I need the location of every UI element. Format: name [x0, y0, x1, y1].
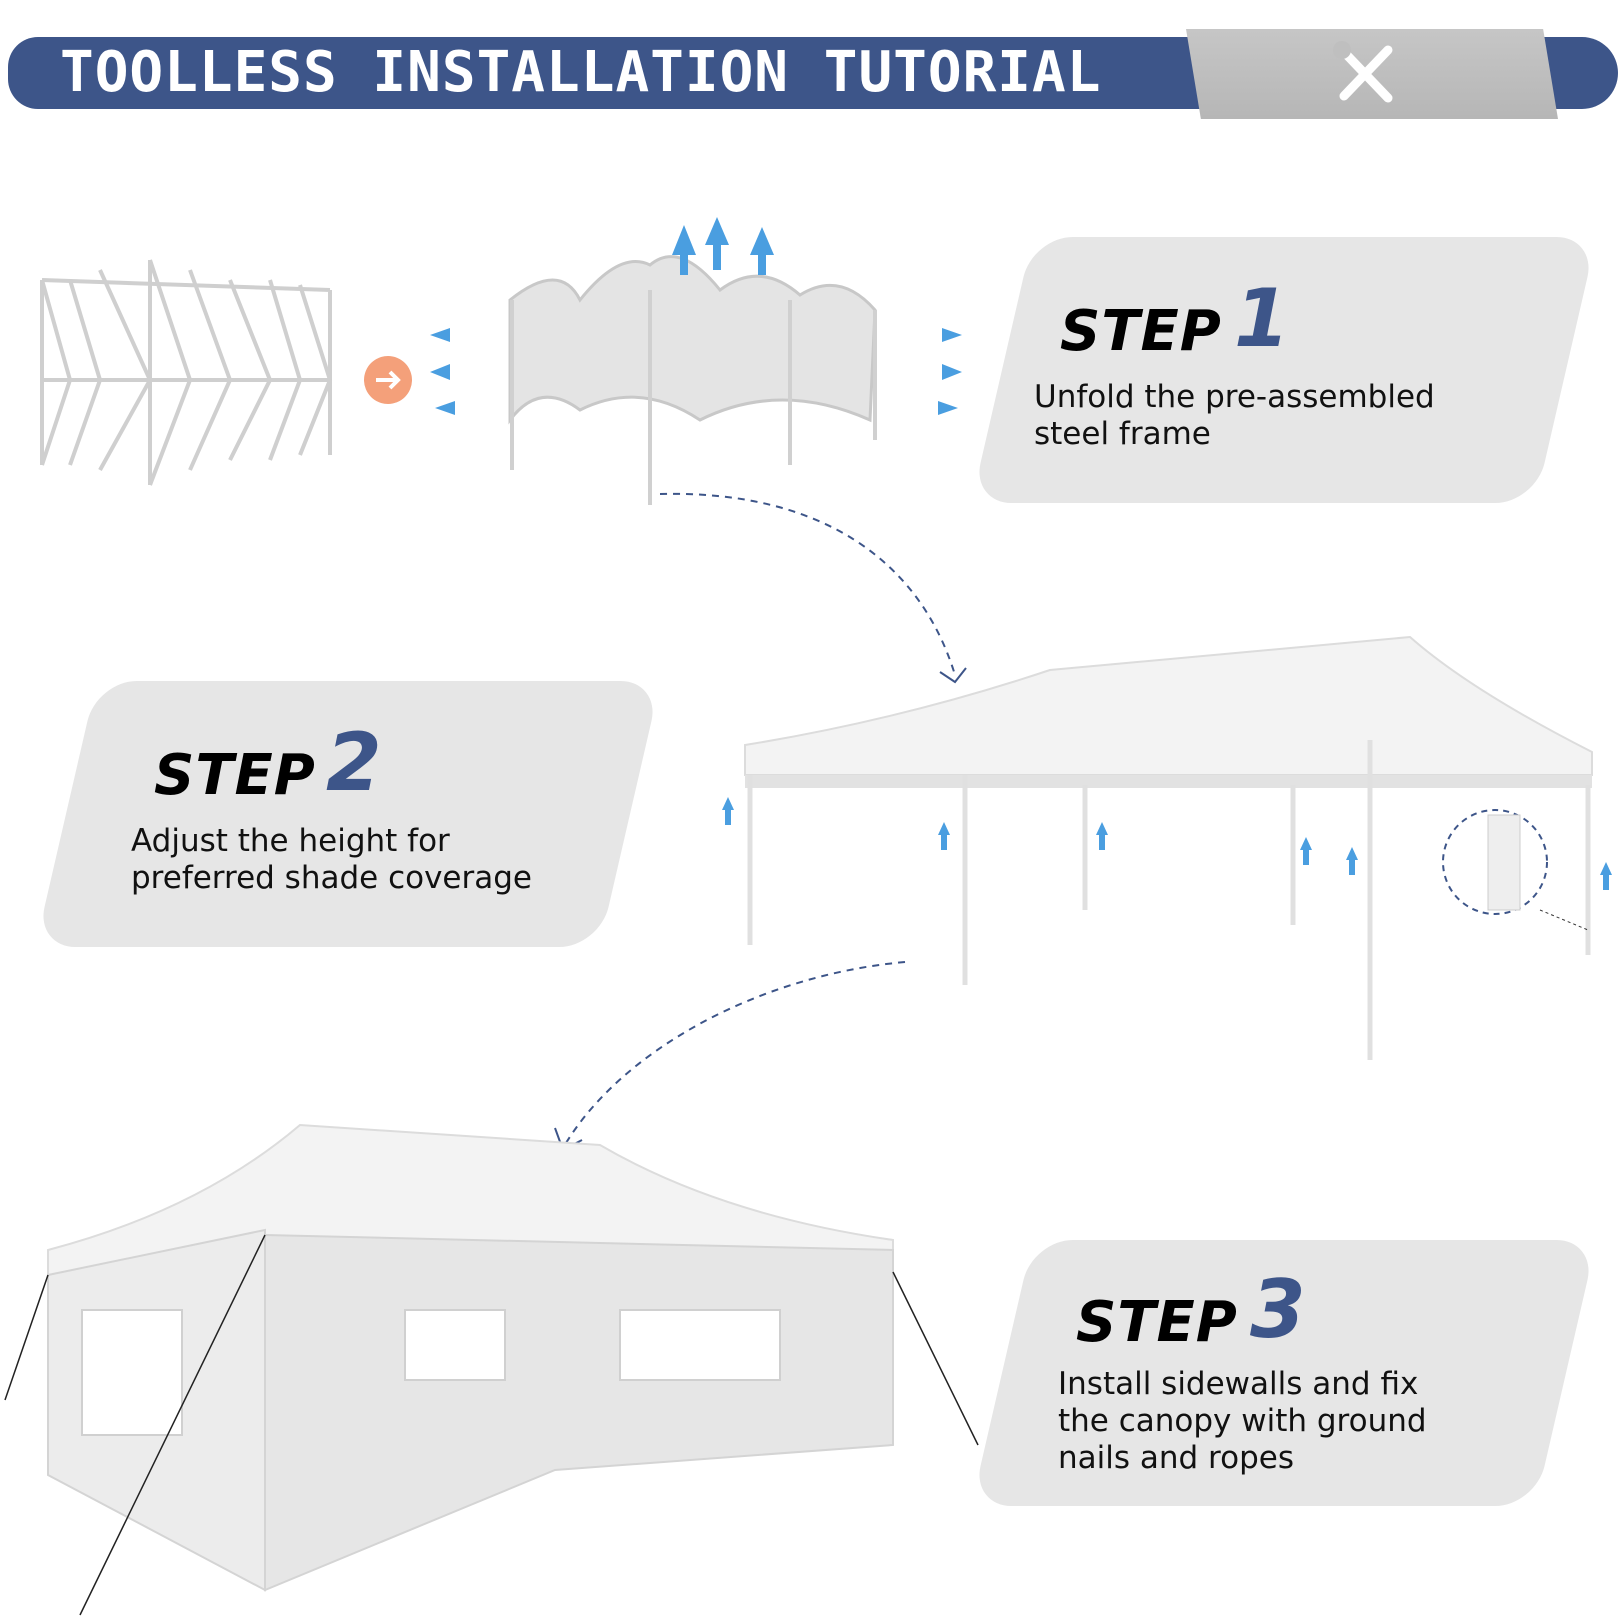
step-label: STEP — [1076, 1290, 1238, 1355]
folded-frame-image — [40, 259, 333, 486]
step-description: Adjust the height for preferred shade co… — [131, 823, 532, 896]
step-2-card: STEP 2 Adjust the height for preferred s… — [35, 681, 661, 947]
tent-frame-image — [722, 635, 1612, 1060]
step-1-card: STEP 1 Unfold the pre-assembled steel fr… — [971, 237, 1597, 503]
tent-with-sidewalls-image — [4, 1123, 979, 1616]
step-number: 1 — [1234, 272, 1290, 365]
step-number: 3 — [1250, 1263, 1306, 1356]
wrench-screwdriver-icon — [1333, 41, 1393, 103]
step-description: Unfold the pre-assembled steel frame — [1034, 379, 1435, 452]
step-3-card: STEP 3 Install sidewalls and fix the can… — [971, 1240, 1597, 1506]
tool-tab — [1186, 29, 1558, 119]
step-label: STEP — [1060, 299, 1222, 364]
page-title: TOOLLESS INSTALLATION TUTORIAL — [60, 40, 1102, 105]
step-number: 2 — [326, 716, 382, 809]
unfolding-frame-image — [430, 217, 962, 505]
step-description: Install sidewalls and fix the canopy wit… — [1058, 1366, 1427, 1476]
step-label: STEP — [154, 743, 316, 808]
